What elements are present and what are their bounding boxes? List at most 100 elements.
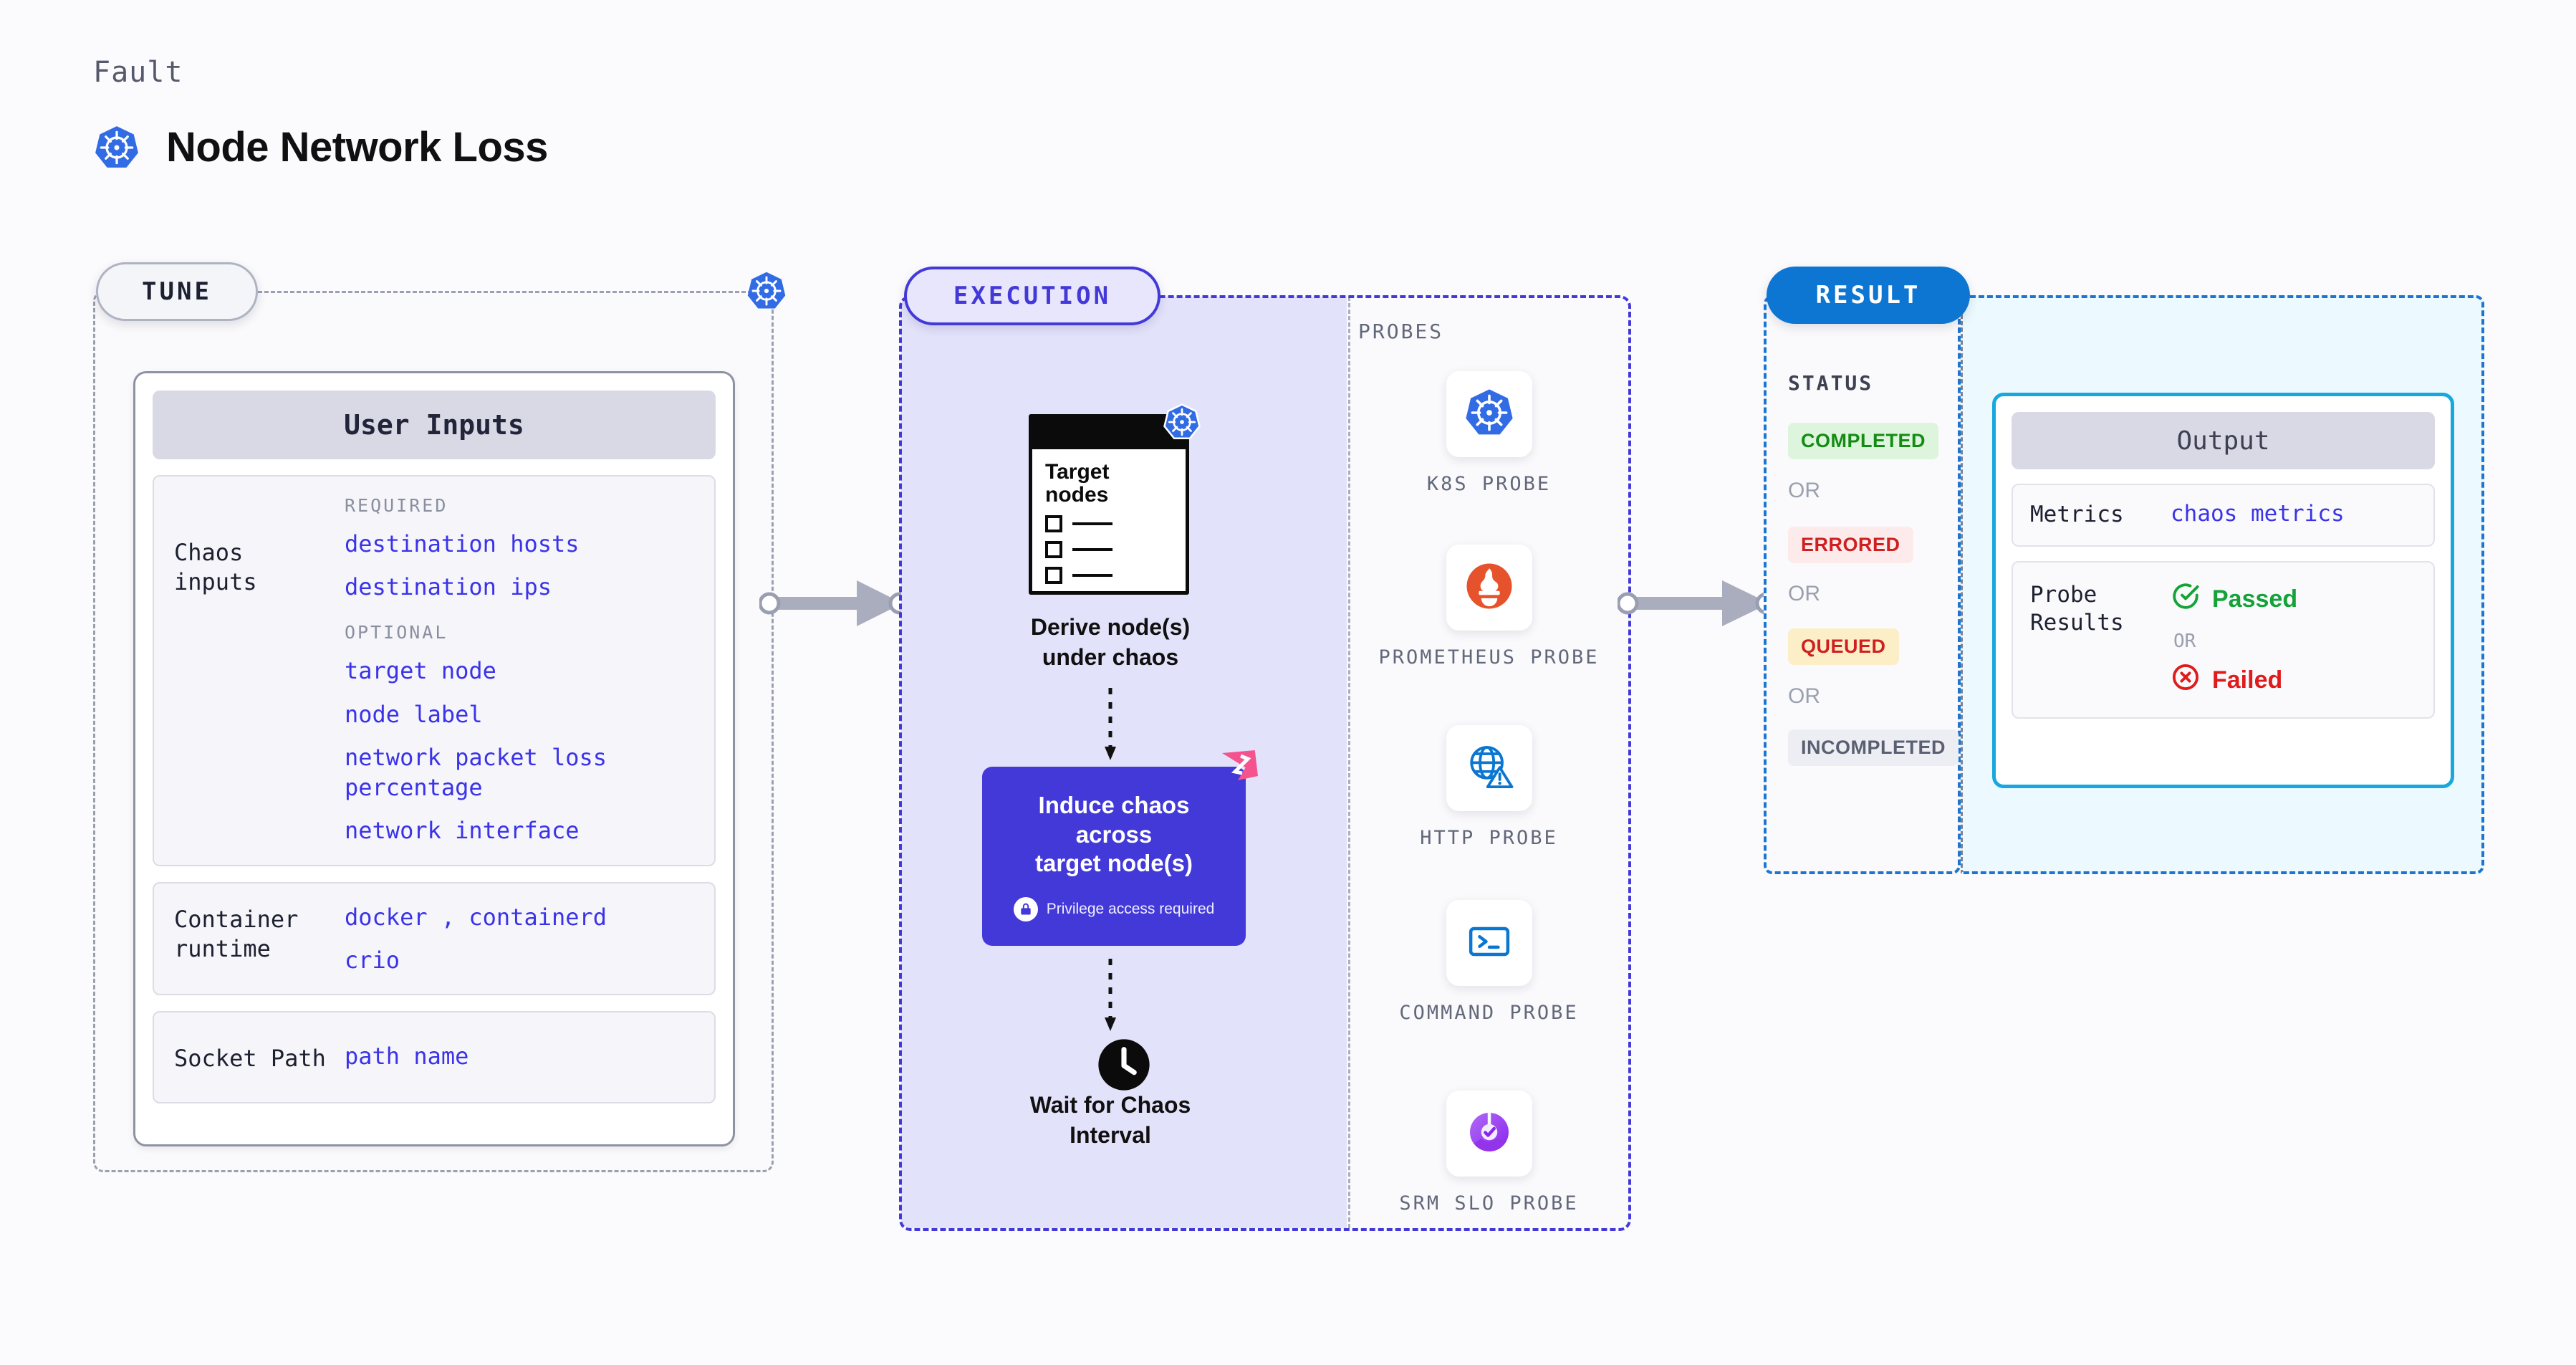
metrics-row: Metrics chaos metrics bbox=[2012, 484, 2435, 547]
page-eyebrow: Fault bbox=[93, 56, 183, 89]
metrics-label: Metrics bbox=[2030, 502, 2124, 527]
output-title: Output bbox=[2012, 412, 2435, 469]
chaos-title-2: target node(s) bbox=[1034, 850, 1193, 877]
probe-label: PROMETHEUS PROBE bbox=[1378, 646, 1600, 669]
input-destination-hosts[interactable]: destination hosts bbox=[345, 530, 580, 557]
probes-title: PROBES bbox=[1358, 320, 1444, 343]
runtime-docker-containerd[interactable]: docker , containerd bbox=[345, 903, 607, 931]
lock-icon bbox=[1013, 897, 1038, 922]
container-runtime-section: Container runtime docker , containerd cr… bbox=[153, 881, 716, 996]
probe-label: SRM SLO PROBE bbox=[1399, 1192, 1579, 1215]
probe-label: COMMAND PROBE bbox=[1399, 1002, 1579, 1024]
node-list-item bbox=[1045, 514, 1173, 532]
x-circle-icon bbox=[2171, 662, 2201, 699]
kubernetes-icon bbox=[746, 270, 787, 315]
status-title: STATUS bbox=[1788, 371, 1874, 395]
probe-result-failed: Failed bbox=[2171, 662, 2416, 699]
socket-path-section: Socket Path path name bbox=[153, 1011, 716, 1104]
node-list-item bbox=[1045, 566, 1173, 584]
probe-results-values: Passed OR Failed bbox=[2171, 581, 2416, 699]
line-placeholder bbox=[1072, 547, 1112, 551]
probe-tile[interactable] bbox=[1446, 371, 1532, 457]
socket-path-values: path name bbox=[345, 1041, 694, 1073]
input-destination-ips[interactable]: destination ips bbox=[345, 573, 552, 601]
chaos-inputs-values: REQUIRED destination hosts destination i… bbox=[345, 495, 694, 846]
induce-chaos-card: Induce chaos across target node(s) Privi… bbox=[982, 767, 1246, 946]
probe-results-label: Probe Results bbox=[2030, 581, 2159, 699]
input-target-node[interactable]: target node bbox=[345, 657, 496, 685]
kubernetes-icon bbox=[93, 124, 140, 171]
litmus-chaos-icon bbox=[1219, 750, 1258, 788]
input-network-interface[interactable]: network interface bbox=[345, 817, 580, 845]
status-badge-errored: ERRORED bbox=[1788, 527, 1913, 563]
result-stage-pill[interactable]: RESULT bbox=[1767, 267, 1970, 324]
caption-line-1: Derive node(s) bbox=[1030, 614, 1191, 640]
input-node-label[interactable]: node label bbox=[345, 700, 483, 728]
checkbox-icon bbox=[1045, 514, 1062, 532]
target-nodes-title-2: nodes bbox=[1045, 482, 1109, 507]
page-title-row: Node Network Loss bbox=[93, 123, 548, 171]
caption-line-2: Interval bbox=[1070, 1121, 1151, 1148]
line-placeholder bbox=[1072, 522, 1112, 525]
privilege-note-row: Privilege access required bbox=[1013, 897, 1215, 922]
metrics-value[interactable]: chaos metrics bbox=[2171, 501, 2345, 527]
socket-path-value[interactable]: path name bbox=[345, 1043, 469, 1071]
caption-line-1: Wait for Chaos bbox=[1029, 1092, 1191, 1118]
status-badge-completed: COMPLETED bbox=[1788, 423, 1939, 459]
globe-warning-icon bbox=[1464, 741, 1515, 796]
user-inputs-card: User Inputs Chaos inputs REQUIRED destin… bbox=[133, 371, 735, 1146]
label-line-2: Results bbox=[2030, 610, 2124, 636]
probe-tile[interactable] bbox=[1446, 900, 1532, 986]
check-circle-icon bbox=[2171, 581, 2201, 618]
label-line-1: Probe bbox=[2030, 581, 2097, 608]
card-titlebar bbox=[1032, 418, 1186, 449]
chaos-title-1: Induce chaos across bbox=[1038, 791, 1190, 848]
target-nodes-card: Target nodes bbox=[1029, 414, 1189, 595]
passed-text: Passed bbox=[2212, 585, 2298, 613]
or-label: OR bbox=[1788, 684, 1820, 708]
required-kicker: REQUIRED bbox=[345, 495, 448, 516]
probe-http[interactable]: HTTP PROBE bbox=[1348, 725, 1630, 851]
kubernetes-icon bbox=[1464, 387, 1515, 442]
node-list-item bbox=[1045, 540, 1173, 558]
container-runtime-label: Container runtime bbox=[174, 905, 299, 962]
probe-result-passed: Passed bbox=[2171, 581, 2416, 618]
tune-stage-pill[interactable]: TUNE bbox=[96, 262, 258, 321]
or-label: OR bbox=[1788, 479, 1820, 502]
chaos-inputs-section: Chaos inputs REQUIRED destination hosts … bbox=[153, 475, 716, 866]
probe-tile[interactable] bbox=[1446, 725, 1532, 811]
runtime-crio[interactable]: crio bbox=[345, 946, 400, 974]
kubernetes-icon bbox=[1163, 403, 1201, 445]
arrow-derive-to-chaos bbox=[1105, 688, 1116, 760]
checkbox-icon bbox=[1045, 566, 1062, 584]
derive-nodes-caption: Derive node(s) under chaos bbox=[960, 613, 1261, 672]
probe-prometheus[interactable]: PROMETHEUS PROBE bbox=[1348, 545, 1630, 670]
probe-tile[interactable] bbox=[1446, 1091, 1532, 1177]
probe-k8s[interactable]: K8S PROBE bbox=[1348, 371, 1630, 497]
failed-text: Failed bbox=[2212, 666, 2283, 694]
socket-path-label: Socket Path bbox=[174, 1045, 326, 1073]
prometheus-icon bbox=[1464, 560, 1515, 616]
line-placeholder bbox=[1072, 573, 1112, 577]
privilege-note-text: Privilege access required bbox=[1046, 901, 1215, 918]
connector-tune-to-execution bbox=[759, 580, 910, 626]
probe-label: HTTP PROBE bbox=[1420, 827, 1558, 849]
probe-label: K8S PROBE bbox=[1426, 473, 1552, 495]
probe-tile[interactable] bbox=[1446, 545, 1532, 631]
srm-slo-icon bbox=[1464, 1106, 1515, 1162]
caption-line-2: under chaos bbox=[1042, 643, 1179, 670]
execution-stage-pill[interactable]: EXECUTION bbox=[904, 267, 1160, 325]
user-inputs-title: User Inputs bbox=[153, 391, 716, 459]
probe-results-row: Probe Results Passed OR bbox=[2012, 560, 2435, 719]
input-network-packet-loss-percentage[interactable]: network packet loss percentage bbox=[345, 743, 607, 802]
status-badge-queued: QUEUED bbox=[1788, 628, 1899, 665]
page-title: Node Network Loss bbox=[166, 124, 548, 171]
terminal-icon bbox=[1464, 916, 1515, 971]
execution-panel bbox=[899, 295, 1631, 1231]
clock-icon bbox=[1097, 1038, 1151, 1096]
probe-command[interactable]: COMMAND PROBE bbox=[1348, 900, 1630, 1025]
or-label: OR bbox=[2173, 630, 2196, 652]
target-nodes-title-1: Target bbox=[1045, 460, 1110, 484]
probe-srm-slo[interactable]: SRM SLO PROBE bbox=[1348, 1091, 1630, 1216]
result-panel bbox=[1764, 295, 1961, 874]
